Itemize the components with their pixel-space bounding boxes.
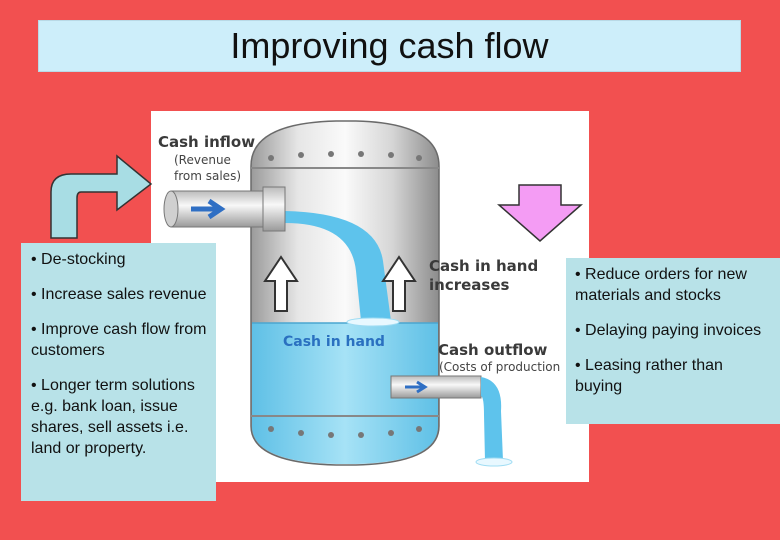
inflow-stream xyxy=(285,211,391,321)
cash-inflow-label: Cash inflow xyxy=(158,133,256,151)
list-item: • De-stocking xyxy=(31,251,126,268)
right-actions-box: • Reduce orders for new materials and st… xyxy=(566,258,780,424)
outflow-pipe xyxy=(390,375,513,467)
list-item: • Longer term solutions e.g. bank loan, … xyxy=(31,377,195,457)
curved-arrow-icon xyxy=(50,154,153,239)
outflow-stream xyxy=(481,377,503,461)
list-item: • Delaying paying invoices xyxy=(575,322,762,339)
page-title: Improving cash flow xyxy=(230,25,549,66)
list-item: • Improve cash flow from customers xyxy=(31,321,207,359)
cash-in-hand-increases-label: Cash in hand increases xyxy=(429,257,539,294)
cash-outflow-label: Cash outflow xyxy=(438,341,548,359)
list-item: • Leasing rather than buying xyxy=(575,357,723,395)
list-item: • Reduce orders for new materials and st… xyxy=(575,266,747,304)
revenue-note: (Revenue from sales) xyxy=(174,153,241,183)
cash-flow-diagram: Cash inflow (Revenue from sales) Cash in… xyxy=(151,111,589,482)
title-bar: Improving cash flow xyxy=(38,20,741,72)
up-arrow-right xyxy=(381,255,417,312)
inflow-pipe xyxy=(163,186,286,232)
list-item: • Increase sales revenue xyxy=(31,286,207,303)
tank-illustration xyxy=(163,120,513,467)
costs-note: (Costs of production xyxy=(439,360,561,374)
up-arrow-left xyxy=(263,255,299,312)
cash-in-hand-label: Cash in hand xyxy=(283,334,385,350)
left-actions-box: • De-stocking • Increase sales revenue •… xyxy=(21,243,216,501)
down-arrow-icon xyxy=(497,184,583,242)
